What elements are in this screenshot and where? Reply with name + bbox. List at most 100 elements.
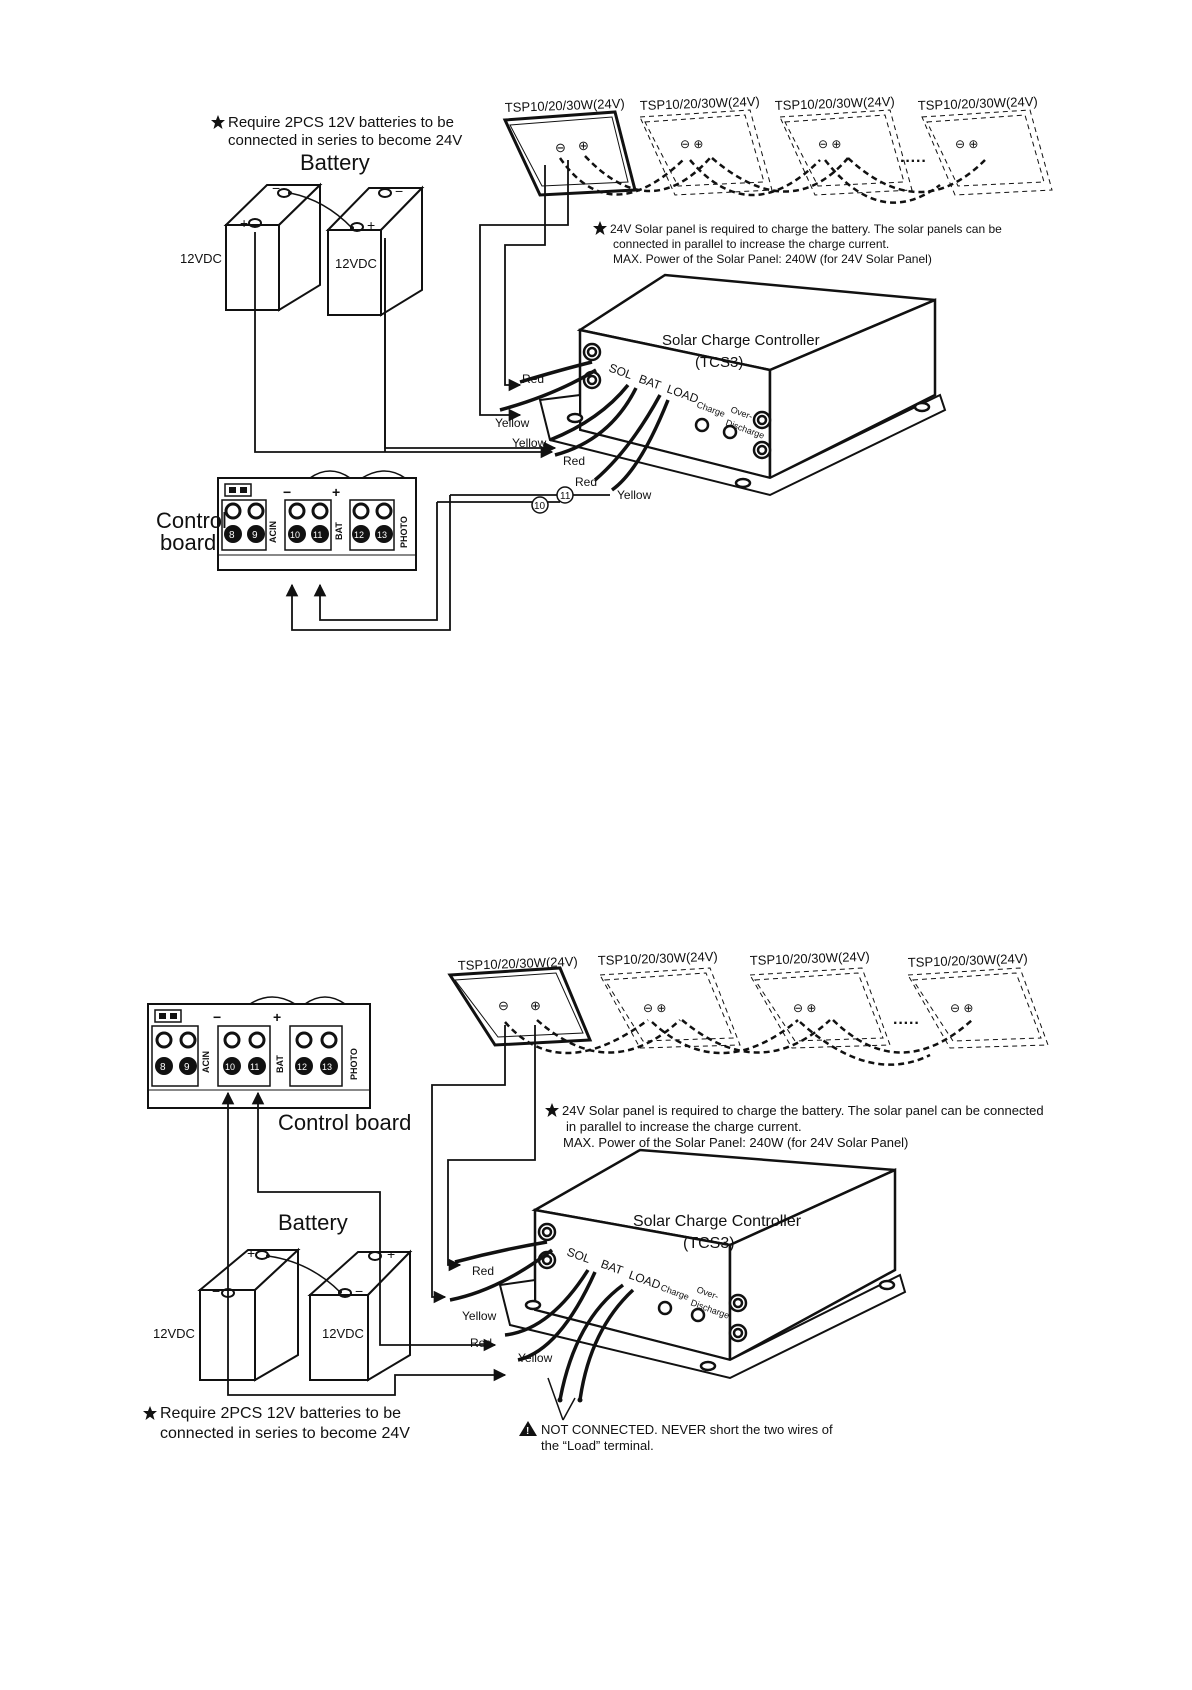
warning-line1: NOT CONNECTED. NEVER short the two wires… (541, 1422, 833, 1437)
d2-battery-note-line2: connected in series to become 24V (160, 1425, 410, 1442)
d2-panel-label-4: TSP10/20/30W(24V) (908, 951, 1028, 970)
d2-wire2-red: Red (470, 1336, 492, 1350)
charge-controller-2 (498, 1148, 907, 1380)
cb1-terminal-10: 10 (290, 530, 300, 540)
control-board-1-label-line1: Control (156, 508, 227, 533)
d2-battery-left (197, 1247, 301, 1382)
cb2-terminal-8: 8 (160, 1062, 166, 1073)
battery-note: Require 2PCS 12V batteries to be connect… (211, 114, 462, 175)
warning-triangle-icon: ! (519, 1421, 537, 1437)
d2-battery-note: Require 2PCS 12V batteries to be connect… (143, 1405, 410, 1442)
d2-panel2-terminal-icons: ⊖ ⊕ (643, 1001, 666, 1015)
cb2-terminal-9: 9 (184, 1062, 190, 1073)
not-connected-warning: ! NOT CONNECTED. NEVER short the two wir… (519, 1377, 833, 1453)
battery-left-minus: − (272, 180, 280, 196)
d2-solar-note-line1: 24V Solar panel is required to charge th… (562, 1103, 1044, 1118)
cb1-terminal-11: 11 (313, 530, 322, 540)
charge-controller-1 (538, 273, 947, 497)
panel-label-1: TSP10/20/30W(24V) (505, 96, 625, 115)
d2-wire2-yellow: Yellow (518, 1351, 553, 1365)
parallel-wiring (558, 155, 986, 204)
solar-note-line2: connected in parallel to increase the ch… (613, 237, 889, 251)
cb1-terminal-9: 9 (252, 530, 258, 541)
wire3-red: Red (575, 475, 597, 489)
d2-battery-note-line1: Require 2PCS 12V batteries to be (160, 1405, 401, 1422)
cb1-bat: BAT (334, 522, 344, 540)
d2-panel1-minus-icon: ⊖ (498, 998, 509, 1013)
battery-left-label: 12VDC (180, 251, 222, 266)
cb2-minus: − (213, 1009, 221, 1025)
battery-right-minus: − (395, 183, 403, 199)
battery-left-plus: + (240, 215, 248, 231)
wire-number-10: 10 (534, 501, 546, 512)
series-link-wire (289, 192, 353, 229)
star-icon (593, 221, 607, 235)
solar-panel-2 (639, 109, 773, 196)
d2-series-link-wire (267, 1255, 341, 1293)
d2-panel1-plus-icon: ⊕ (530, 998, 541, 1013)
d2-solar-panel-2 (599, 967, 741, 1049)
d2-solar-panel-4 (907, 967, 1049, 1049)
d2-panel-ellipsis: ····· (893, 1015, 920, 1032)
d2-panel4-terminal-icons: ⊖ ⊕ (950, 1001, 973, 1015)
battery-title: Battery (300, 150, 370, 175)
d2-panel-label-3: TSP10/20/30W(24V) (750, 949, 870, 968)
controller1-cables (499, 360, 670, 492)
wire2-red: Red (563, 454, 585, 468)
solar-panel-4 (921, 109, 1053, 196)
d2-parallel-wiring (504, 1018, 973, 1066)
cb1-photo: PHOTO (399, 516, 409, 548)
control-board-1-label-line2: board (160, 530, 216, 555)
svg-text:!: ! (526, 1426, 529, 1437)
d2-battery-right (307, 1249, 413, 1382)
cb2-acin: ACIN (201, 1051, 211, 1073)
cb2-photo: PHOTO (349, 1048, 359, 1080)
star-icon (545, 1103, 559, 1117)
solar-note-line1: 24V Solar panel is required to charge th… (610, 222, 1002, 236)
battery-right-label: 12VDC (335, 256, 377, 271)
wire-number-11: 11 (560, 491, 571, 502)
solar-panel-1: ⊖ ⊕ (502, 110, 637, 197)
d2-wire1-red: Red (472, 1264, 494, 1278)
d2-battery-right-label: 12VDC (322, 1326, 364, 1341)
diagram1-thin-wires (254, 160, 610, 631)
d2-solar-note: 24V Solar panel is required to charge th… (545, 1103, 1044, 1150)
cb2-plus: + (273, 1009, 281, 1025)
d2-battery-left-minus: − (212, 1283, 220, 1299)
controller2-model: (TCS3) (683, 1235, 735, 1252)
panel-label-3: TSP10/20/30W(24V) (775, 94, 895, 113)
cb1-terminal-12: 12 (354, 530, 364, 540)
star-icon (143, 1406, 157, 1420)
wire3-yellow: Yellow (617, 488, 652, 502)
d2-battery-left-label: 12VDC (153, 1326, 195, 1341)
wire1-red: Red (522, 372, 544, 386)
diagram-2: ⊖ ⊕ ⊖ ⊕ ⊖ ⊕ ⊖ ⊕ TSP10/20/30W(24V) TSP10/… (143, 949, 1049, 1453)
controller1-model: (TCS3) (695, 354, 743, 371)
star-icon (211, 115, 225, 129)
d2-wire1-yellow: Yellow (462, 1309, 497, 1323)
cb2-terminal-12: 12 (297, 1062, 307, 1072)
d2-solar-note-line2: in parallel to increase the charge curre… (566, 1119, 802, 1134)
control-board-2-label: Control board (278, 1110, 411, 1135)
warning-pointer-lines (547, 1377, 576, 1421)
d2-battery-title: Battery (278, 1210, 348, 1235)
cb1-minus: − (283, 484, 291, 500)
control-board-2 (147, 996, 371, 1109)
panel-label-4: TSP10/20/30W(24V) (918, 94, 1038, 113)
panel2-terminal-icons: ⊖ ⊕ (680, 137, 703, 151)
controller2-title: Solar Charge Controller (633, 1213, 802, 1230)
panel-label-2: TSP10/20/30W(24V) (640, 94, 760, 113)
panel1-plus-icon: ⊕ (578, 138, 589, 153)
cb2-bat: BAT (275, 1055, 285, 1073)
battery-left (223, 182, 323, 312)
controller1-title: Solar Charge Controller (662, 332, 820, 349)
d2-panel-label-2: TSP10/20/30W(24V) (598, 949, 718, 968)
warning-line2: the “Load” terminal. (541, 1438, 654, 1453)
controller2-cables (449, 1240, 635, 1401)
wire2-yellow: Yellow (512, 436, 547, 450)
d2-solar-note-line3: MAX. Power of the Solar Panel: 240W (for… (563, 1135, 908, 1150)
diagram-1: Require 2PCS 12V batteries to be connect… (156, 94, 1053, 631)
battery-note-line1: Require 2PCS 12V batteries to be (228, 114, 454, 131)
